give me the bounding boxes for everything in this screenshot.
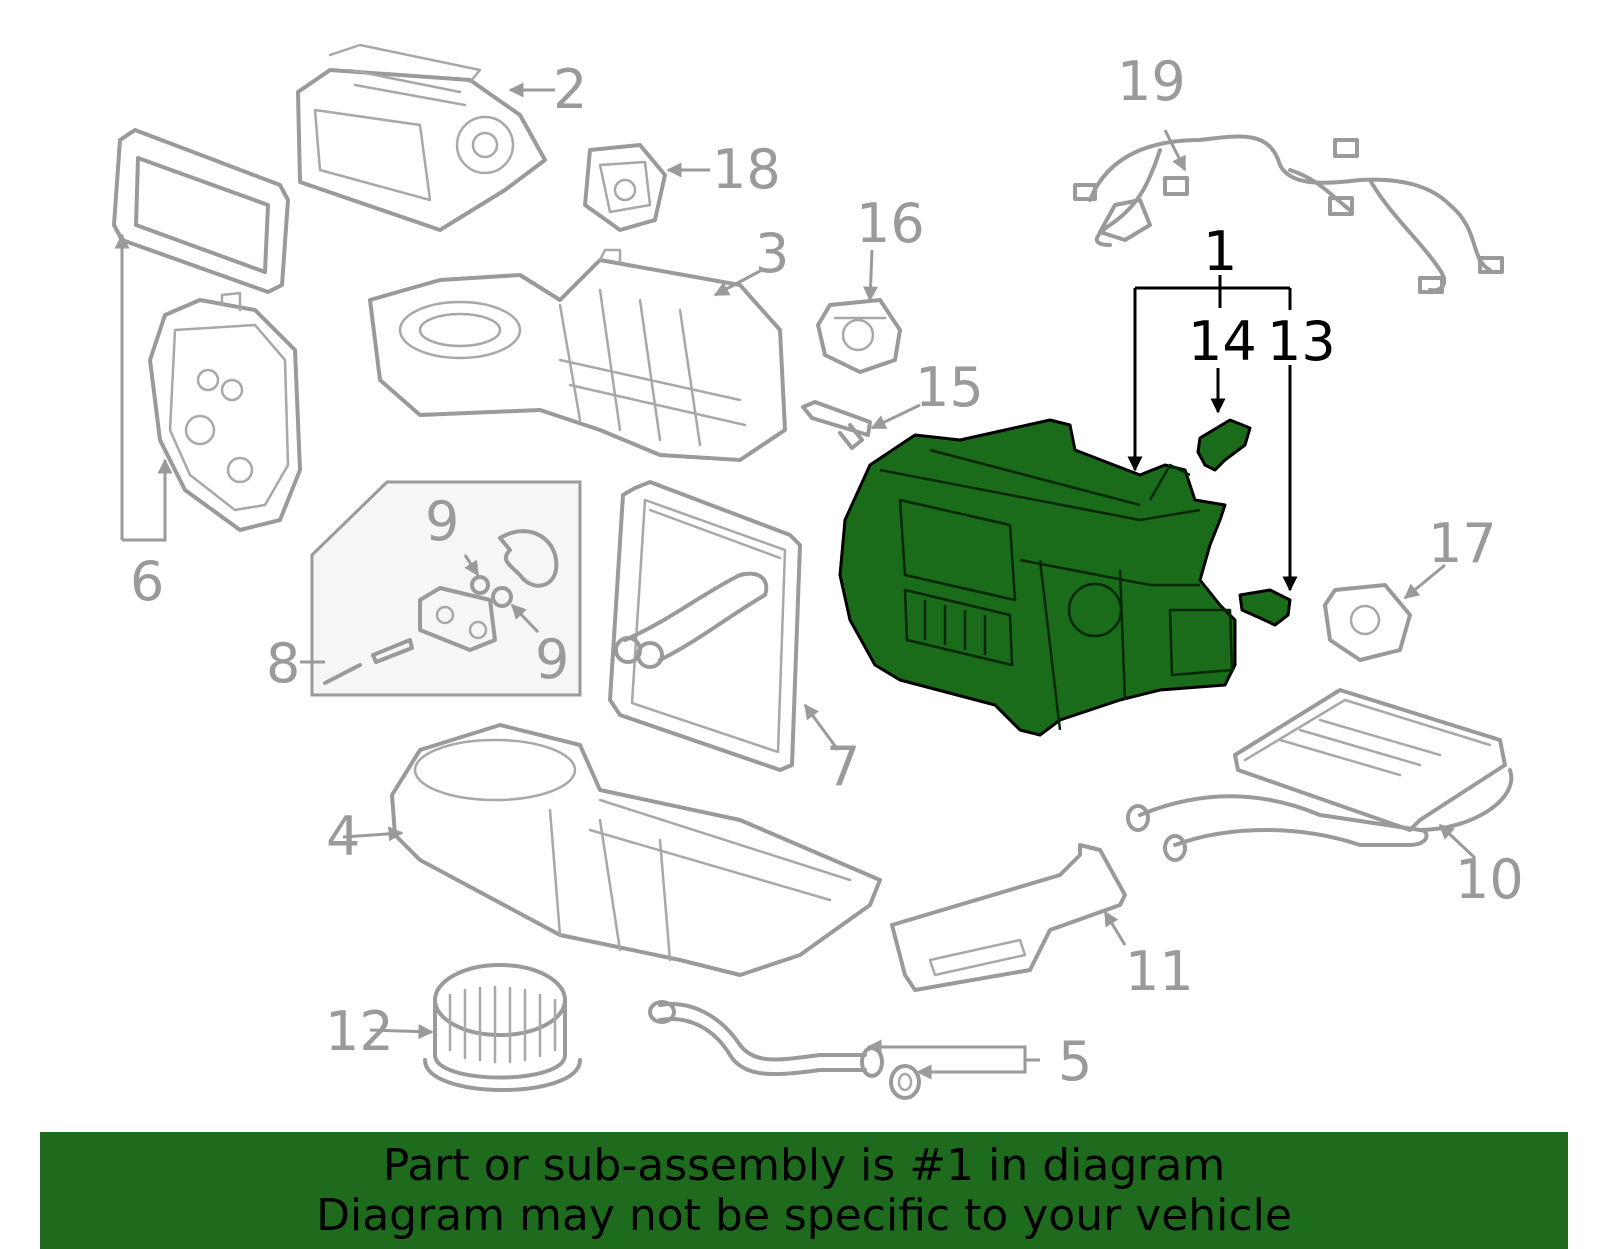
callout-19: 19: [1117, 50, 1186, 113]
callout-12: 12: [325, 1000, 394, 1063]
part-18-actuator[interactable]: [583, 143, 667, 232]
part-12-blower-motor[interactable]: [423, 963, 582, 1092]
callout-6: 6: [130, 550, 164, 613]
callout-16: 16: [856, 192, 925, 255]
callout-13: 13: [1267, 310, 1336, 373]
callout-11: 11: [1125, 940, 1194, 1003]
part-15-sensor[interactable]: [801, 400, 872, 450]
callout-17: 17: [1428, 512, 1497, 575]
callout-9-lower: 9: [535, 628, 569, 691]
part-19-wiring-harness[interactable]: [1073, 134, 1504, 294]
part-11-duct[interactable]: [890, 843, 1127, 992]
banner-line-1: Part or sub-assembly is #1 in diagram: [382, 1139, 1226, 1191]
callout-7: 7: [826, 735, 860, 798]
callout-8: 8: [266, 632, 300, 695]
part-4-lower-case[interactable]: [390, 723, 882, 977]
part-6-filter-frame[interactable]: [112, 128, 290, 294]
banner-line-2: Diagram may not be specific to your vehi…: [316, 1189, 1292, 1241]
callout-14: 14: [1188, 310, 1257, 373]
callout-9-upper: 9: [425, 490, 459, 553]
part-13-sensor-highlighted[interactable]: [1238, 588, 1292, 627]
callout-1: 1: [1203, 220, 1237, 283]
callout-18: 18: [712, 138, 781, 201]
part-6-cabin-filter[interactable]: [148, 291, 302, 532]
callout-4: 4: [326, 805, 360, 868]
part-3-upper-case[interactable]: [368, 248, 787, 462]
part-16-actuator[interactable]: [816, 298, 902, 374]
part-14-sensor-highlighted[interactable]: [1196, 418, 1252, 472]
callout-3: 3: [755, 222, 789, 285]
info-banner: Part or sub-assembly is #1 in diagram Di…: [40, 1132, 1568, 1249]
callout-2: 2: [553, 58, 587, 121]
part-17-actuator[interactable]: [1323, 583, 1412, 662]
part-10-heater-core[interactable]: [1126, 688, 1514, 862]
part-2-blower-inlet-housing[interactable]: [296, 43, 547, 232]
part-5-drain-hose[interactable]: [648, 1000, 921, 1100]
callout-15: 15: [915, 356, 984, 419]
leader-lines: [114, 82, 1477, 1080]
part-1-hvac-module-highlighted[interactable]: [838, 418, 1237, 737]
part-7-evaporator[interactable]: [608, 480, 802, 772]
callout-5: 5: [1058, 1030, 1092, 1093]
callout-10: 10: [1455, 848, 1524, 911]
part-8-expansion-valve-kit[interactable]: [310, 480, 582, 697]
